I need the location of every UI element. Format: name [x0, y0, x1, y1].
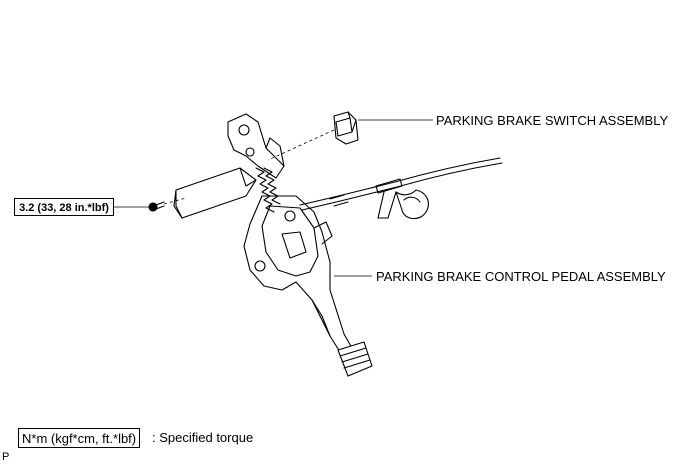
pedal-lever — [243, 195, 353, 353]
cable-bracket — [377, 189, 429, 220]
pedal-pad — [337, 341, 373, 377]
torque-spec-box: 3.2 (33, 28 in.*lbf) — [14, 198, 114, 216]
brake-cable — [299, 157, 503, 211]
pedal-assembly-label: PARKING BRAKE CONTROL PEDAL ASSEMBLY — [376, 269, 666, 284]
upper-bracket — [227, 113, 285, 179]
switch-assembly-label: PARKING BRAKE SWITCH ASSEMBLY — [436, 113, 669, 128]
legend-description: : Specified torque — [152, 430, 254, 445]
switch-assembly-part — [333, 111, 359, 145]
bolt-install-line — [163, 197, 187, 205]
illustration-code: P — [2, 451, 10, 463]
return-spring — [255, 167, 281, 213]
legend-unit-box: N*m (kgf*cm, ft.*lbf) — [18, 428, 141, 448]
torque-bolt — [148, 201, 165, 212]
mounting-arm — [173, 167, 257, 219]
switch-install-line — [267, 129, 335, 161]
